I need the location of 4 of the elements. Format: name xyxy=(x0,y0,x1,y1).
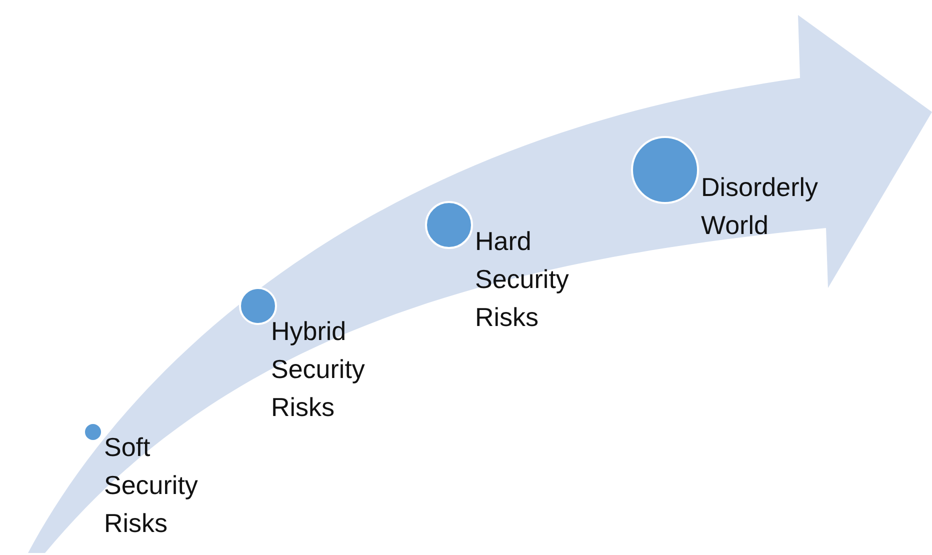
stage-label: Hard Security Risks xyxy=(475,225,570,334)
stage-label: Hybrid Security Risks xyxy=(271,315,366,424)
stage-label: Disorderly World xyxy=(701,171,820,242)
stage-label: Soft Security Risks xyxy=(104,431,199,540)
